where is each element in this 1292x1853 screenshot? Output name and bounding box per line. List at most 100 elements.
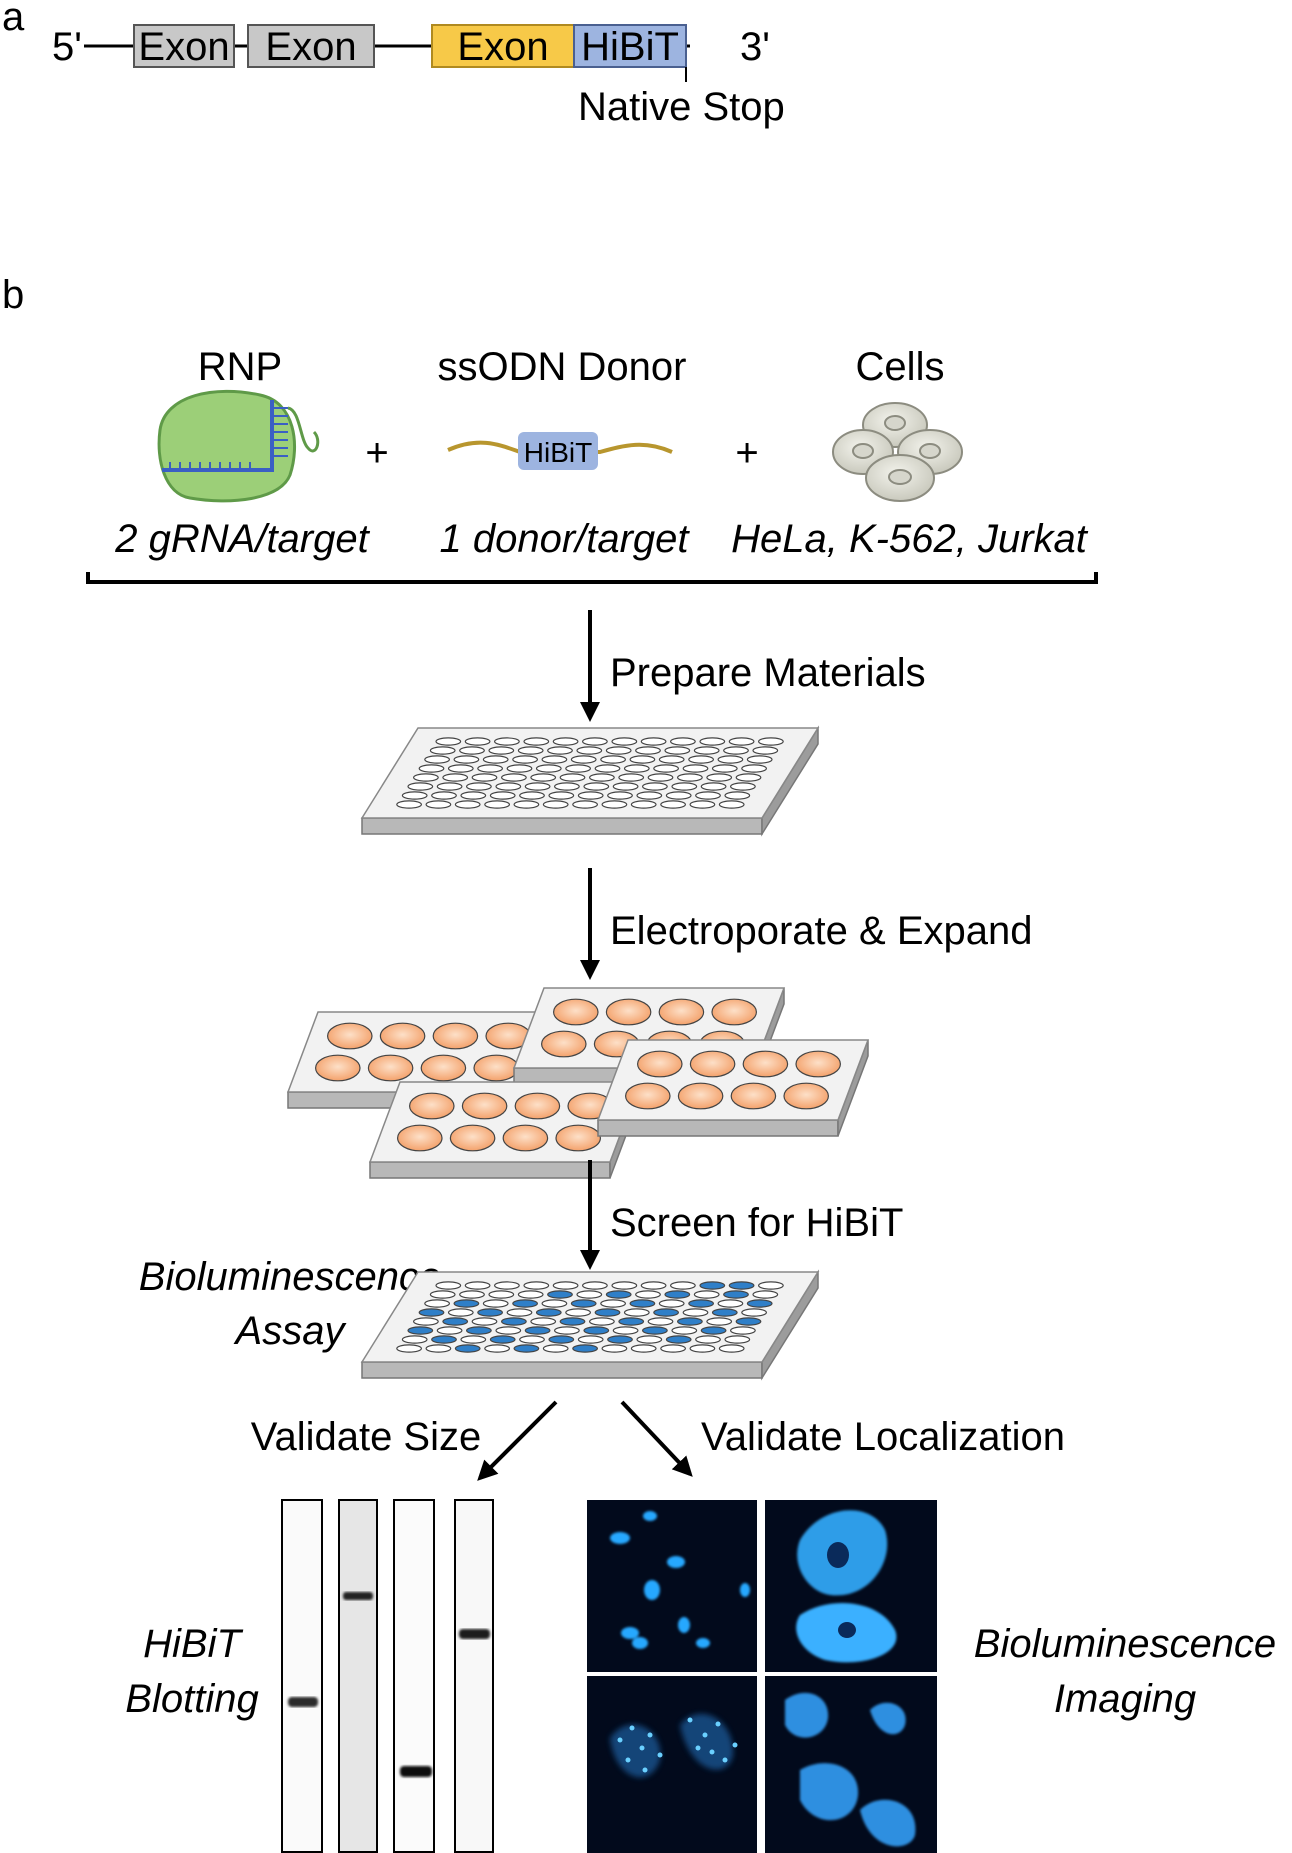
well	[435, 1281, 462, 1290]
hibit-tag-label: HiBiT	[581, 25, 679, 69]
well	[501, 773, 527, 782]
well	[464, 737, 491, 746]
well	[542, 1344, 569, 1353]
donor-title: ssODN Donor	[438, 345, 687, 389]
cells-title: Cells	[856, 345, 945, 389]
well	[523, 737, 550, 746]
well	[671, 1326, 698, 1335]
well	[752, 746, 779, 755]
well	[459, 1290, 485, 1299]
three-prime-label: 3'	[740, 25, 770, 69]
well	[517, 1290, 544, 1299]
well	[413, 773, 439, 782]
well	[432, 1022, 479, 1050]
well	[640, 1281, 667, 1290]
well	[723, 1290, 749, 1299]
well	[677, 773, 703, 782]
well	[629, 1299, 656, 1308]
well	[605, 1290, 632, 1299]
well	[583, 1326, 610, 1335]
well	[396, 1124, 443, 1152]
well	[488, 1290, 515, 1299]
well	[547, 746, 573, 755]
well	[435, 737, 462, 746]
imaging-label-line-1: Bioluminescence	[974, 1622, 1276, 1666]
well	[612, 782, 639, 791]
exon-label-2: Exon	[265, 25, 356, 69]
donor-hibit-box	[518, 432, 598, 470]
well	[554, 1326, 580, 1335]
well	[542, 800, 569, 809]
well	[408, 1092, 455, 1120]
well	[513, 800, 540, 809]
donor-hibit-label: HiBiT	[524, 437, 592, 468]
blot-band-3	[400, 1766, 432, 1777]
blot-lane-2	[338, 1499, 378, 1853]
micrograph-whole-cell	[765, 1676, 937, 1853]
well	[494, 1281, 520, 1290]
well	[429, 1290, 456, 1299]
well	[735, 1317, 762, 1326]
well	[671, 782, 698, 791]
well	[424, 1299, 451, 1308]
well	[514, 1092, 561, 1120]
well	[425, 1344, 452, 1353]
panel-b-label: b	[2, 273, 24, 317]
plate-96-front-face	[361, 817, 763, 835]
well	[589, 773, 615, 782]
well	[612, 1326, 639, 1335]
grouping-bracket	[86, 572, 1098, 584]
well	[326, 1022, 373, 1050]
well	[618, 1317, 645, 1326]
six-well-plate-4-front-face	[597, 1119, 839, 1137]
well	[660, 1344, 686, 1353]
well	[565, 1308, 591, 1317]
well	[436, 782, 463, 791]
well	[730, 782, 756, 791]
well	[517, 746, 544, 755]
well	[670, 737, 696, 746]
well	[741, 764, 767, 773]
well	[758, 1281, 784, 1290]
well	[688, 755, 714, 764]
well	[407, 1326, 434, 1335]
well	[484, 1344, 511, 1353]
well	[693, 1290, 720, 1299]
validate-localization-label: Validate Localization	[701, 1415, 1065, 1459]
well	[611, 1281, 638, 1290]
well	[540, 1030, 587, 1058]
cells-icon	[832, 402, 963, 502]
well	[482, 755, 509, 764]
well	[660, 800, 686, 809]
blot-lane-3	[393, 1499, 435, 1853]
well	[460, 1335, 487, 1344]
well	[576, 1290, 603, 1299]
well	[670, 1281, 696, 1290]
well	[583, 782, 610, 791]
blot-lane-1	[281, 1499, 323, 1853]
well	[717, 755, 744, 764]
well	[724, 1335, 751, 1344]
well	[396, 1344, 423, 1353]
well	[541, 755, 568, 764]
six-well-plates	[286, 987, 870, 1179]
well	[489, 1335, 516, 1344]
well	[555, 1124, 602, 1152]
well	[647, 773, 674, 782]
well	[477, 764, 504, 773]
well	[695, 1335, 721, 1344]
well	[454, 800, 481, 809]
well	[630, 800, 657, 809]
well	[466, 782, 492, 791]
well	[640, 737, 667, 746]
well	[461, 1092, 508, 1120]
well	[570, 755, 597, 764]
well	[636, 1335, 663, 1344]
blot-label-line-2: Blotting	[125, 1677, 258, 1721]
well	[459, 746, 485, 755]
microscopy-grid	[587, 1500, 937, 1853]
well	[447, 1308, 474, 1317]
well	[524, 782, 551, 791]
well	[418, 764, 445, 773]
well	[519, 1335, 545, 1344]
